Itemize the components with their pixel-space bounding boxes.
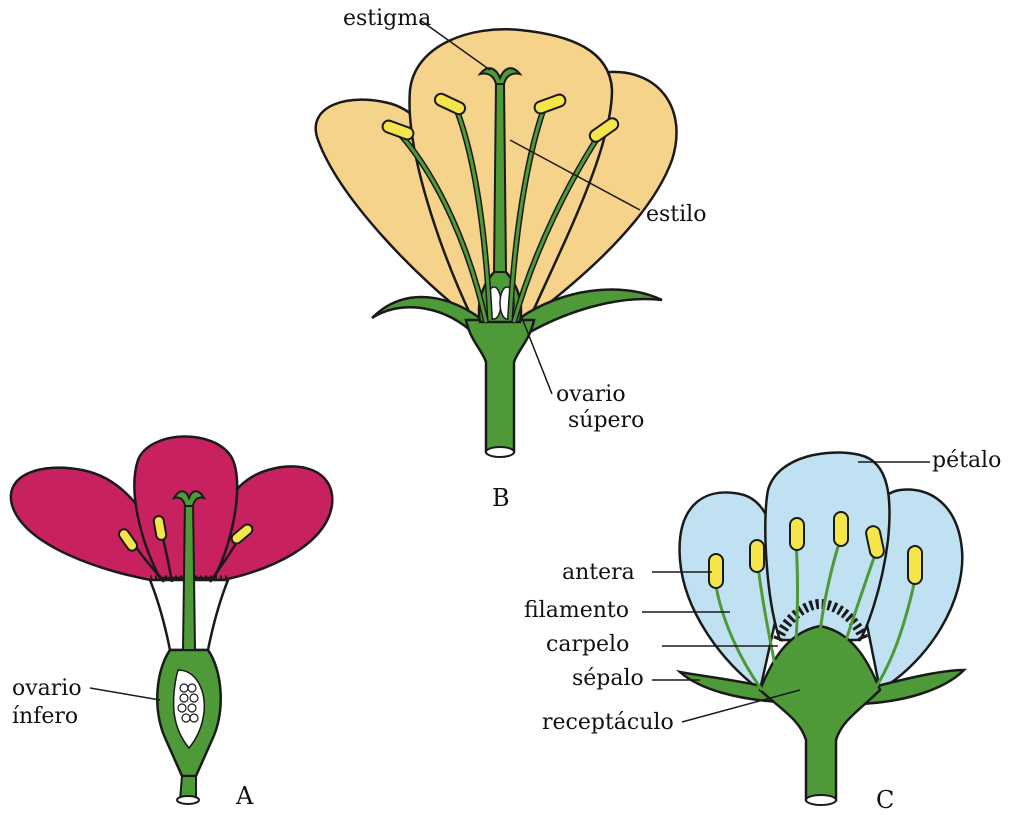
flower-c (642, 453, 964, 805)
flower-a-style (183, 500, 195, 650)
anther-label: antera (562, 562, 635, 584)
figure-c-letter: C (876, 788, 894, 812)
figure-b-letter: B (492, 486, 510, 510)
style-label: estilo (646, 204, 706, 226)
flower-b-receptacle (466, 320, 534, 452)
petal-label: pétalo (932, 450, 1001, 472)
receptacle-label: receptáculo (542, 712, 674, 734)
ovary-inferior-label-1: ovario (12, 678, 82, 700)
ovary-superior-label-2: súpero (568, 410, 644, 432)
filament-label: filamento (524, 600, 629, 622)
flower-b-stem-cut (486, 447, 514, 457)
sepal-label: sépalo (572, 668, 644, 690)
carpel-label: carpelo (546, 634, 629, 656)
flower-b-style (494, 82, 506, 272)
ovary-inferior-label-2: ínfero (12, 706, 78, 728)
stigma-label: estigma (343, 8, 431, 30)
figure-a-letter: A (236, 784, 253, 808)
flower-c-receptacle (760, 626, 880, 800)
flower-a (11, 436, 332, 804)
ovary-superior-label-1: ovario (556, 384, 626, 406)
